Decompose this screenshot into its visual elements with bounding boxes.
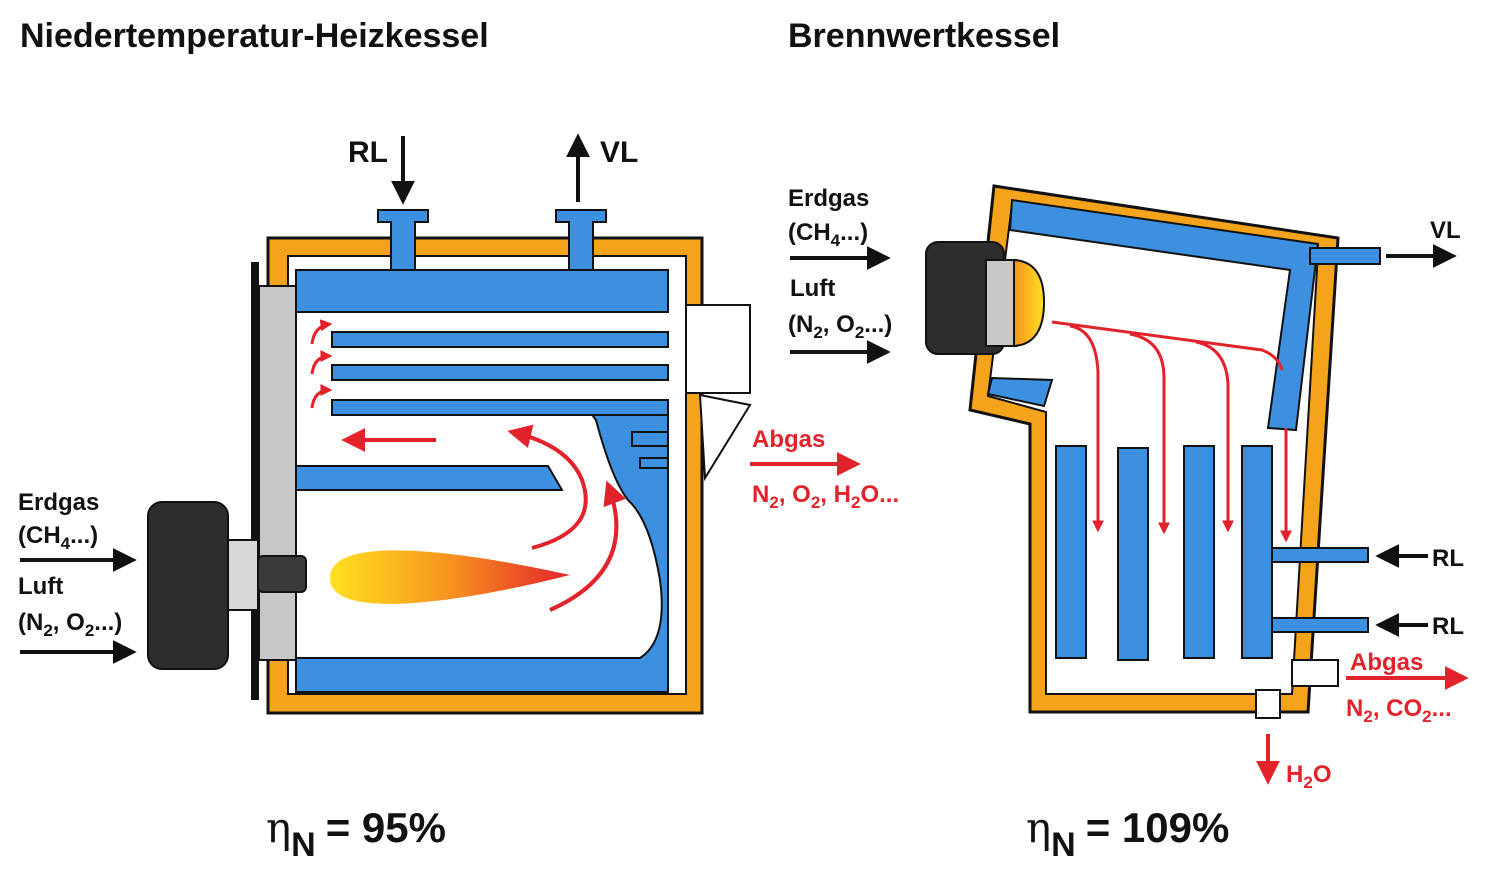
right-air-label: Luft bbox=[790, 275, 835, 302]
left-burner-nozzle bbox=[257, 555, 307, 593]
left-exhaust-label: Abgas bbox=[752, 426, 825, 453]
left-exhaust-box bbox=[685, 304, 751, 394]
left-flue-gas-arrows bbox=[310, 319, 861, 612]
right-exhaust-label: Abgas bbox=[1350, 649, 1423, 676]
right-gas-formula: (CH4...) bbox=[788, 219, 868, 250]
right-gas-arrow-3 bbox=[1195, 340, 1234, 533]
right-title: Brennwertkessel bbox=[788, 17, 1060, 55]
right-gas-label: Erdgas bbox=[788, 185, 869, 212]
left-air-label: Luft bbox=[18, 573, 63, 600]
right-exhaust-formula: N2, CO2... bbox=[1346, 695, 1452, 726]
left-fin-3 bbox=[331, 399, 669, 416]
right-boiler bbox=[925, 184, 1381, 719]
left-door bbox=[258, 285, 297, 661]
right-return-label-2: RL bbox=[1432, 613, 1464, 640]
right-burner-plate bbox=[985, 259, 1017, 347]
left-flow-pipe bbox=[555, 209, 607, 271]
left-door-plate bbox=[251, 262, 259, 700]
left-fin-5 bbox=[639, 457, 669, 469]
right-return-pipe-1 bbox=[1271, 547, 1369, 563]
left-boiler bbox=[147, 209, 752, 715]
left-exhaust-flue bbox=[698, 393, 752, 482]
left-efficiency: ηN= 95% bbox=[266, 803, 446, 864]
left-title: Niedertemperatur-Heizkessel bbox=[20, 17, 489, 55]
right-gas-arrow-1 bbox=[1069, 324, 1104, 533]
left-exhaust-formula: N2, O2, H2O... bbox=[752, 481, 899, 512]
right-plate-2 bbox=[1117, 447, 1149, 661]
right-condensate-label: H2O bbox=[1286, 761, 1331, 792]
left-return-label: RL bbox=[348, 136, 388, 169]
left-flame bbox=[330, 550, 570, 604]
right-return-pipe-2 bbox=[1271, 617, 1369, 633]
right-air-formula: (N2, O2...) bbox=[788, 311, 892, 342]
right-flow-pipe bbox=[1309, 247, 1381, 265]
right-plate-3 bbox=[1183, 445, 1215, 659]
left-gas-arrow-5 bbox=[310, 350, 333, 375]
left-burner-flange bbox=[227, 539, 259, 611]
left-gas-arrow-1 bbox=[549, 480, 626, 612]
right-gas-line-top bbox=[1051, 320, 1284, 371]
right-plate-1 bbox=[1055, 445, 1087, 659]
left-air-formula: (N2, O2...) bbox=[18, 609, 122, 640]
right-return-label-1: RL bbox=[1432, 545, 1464, 572]
right-water-lower bbox=[986, 376, 1054, 408]
right-condensate-drain bbox=[1255, 689, 1281, 719]
right-flow-label: VL bbox=[1430, 217, 1461, 244]
left-fin-1 bbox=[331, 331, 669, 348]
right-exhaust-outlet bbox=[1291, 659, 1339, 687]
right-water-channel bbox=[1008, 198, 1320, 432]
left-return-pipe bbox=[377, 209, 429, 271]
right-flue-gas-arrows bbox=[1051, 320, 1469, 785]
left-gas-arrow-6 bbox=[310, 384, 333, 409]
right-gas-arrow-2 bbox=[1129, 332, 1170, 535]
left-fin-2 bbox=[331, 364, 669, 381]
left-water-top bbox=[295, 269, 669, 313]
left-water-right bbox=[295, 411, 669, 693]
left-gas-arrow-4 bbox=[310, 319, 333, 345]
right-flame bbox=[1013, 258, 1046, 348]
left-gas-label: Erdgas bbox=[18, 489, 99, 516]
right-plate-4 bbox=[1241, 445, 1273, 659]
left-flow-label: VL bbox=[600, 136, 638, 169]
left-burner-body bbox=[147, 501, 229, 670]
right-efficiency: ηN= 109% bbox=[1026, 803, 1229, 864]
left-gas-formula: (CH4...) bbox=[18, 522, 98, 553]
left-gas-arrow-2 bbox=[507, 424, 588, 550]
left-baffle bbox=[295, 465, 564, 491]
left-fin-4 bbox=[631, 431, 669, 447]
